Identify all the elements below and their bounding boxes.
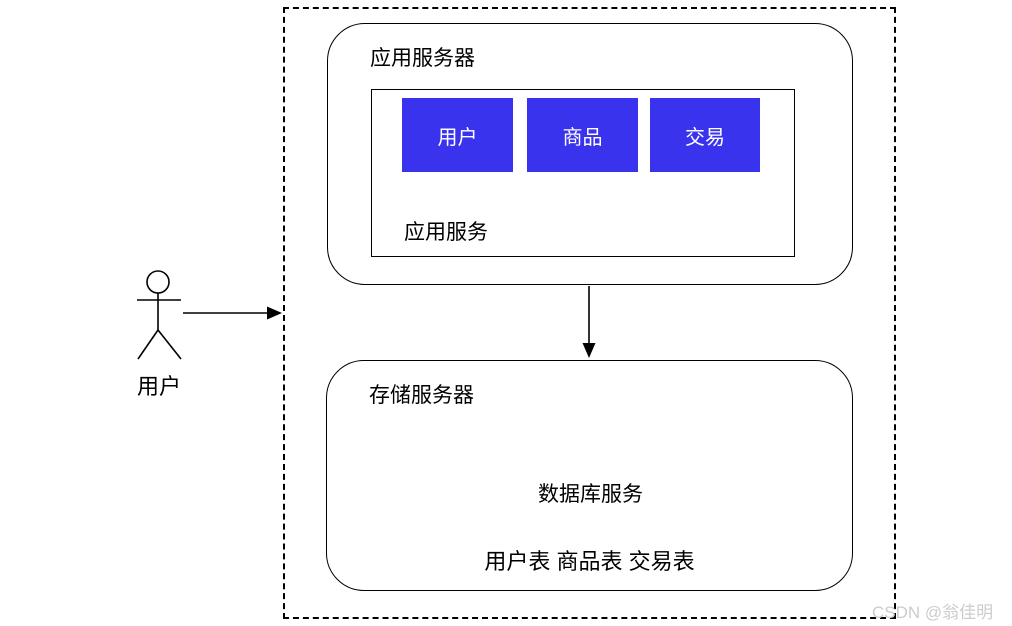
module-product-label: 商品	[562, 126, 603, 149]
module-transaction-label: 交易	[685, 126, 725, 149]
actor-icon	[137, 270, 182, 360]
watermark: CSDN @翁佳明	[872, 603, 994, 622]
app-server-title: 应用服务器	[370, 47, 475, 70]
app-service-group: 用户 商品 交易 应用服务	[371, 89, 795, 257]
module-user-label: 用户	[437, 126, 478, 149]
system-boundary	[283, 7, 896, 619]
database-label: 数据库服务	[538, 483, 643, 506]
tables-label: 用户表 商品表 交易表	[484, 549, 695, 574]
module-product: 商品	[527, 98, 638, 172]
storage-server-title: 存储服务器	[369, 384, 474, 407]
arrow-right-icon	[183, 306, 282, 320]
app-service-label: 应用服务	[404, 221, 488, 244]
actor-label: 用户	[136, 374, 181, 399]
module-user: 用户	[402, 98, 513, 172]
app-server-box: 应用服务器 用户 商品 交易 应用服务	[327, 23, 853, 285]
module-transaction: 交易	[650, 98, 760, 172]
storage-server-box: 存储服务器	[326, 360, 853, 591]
